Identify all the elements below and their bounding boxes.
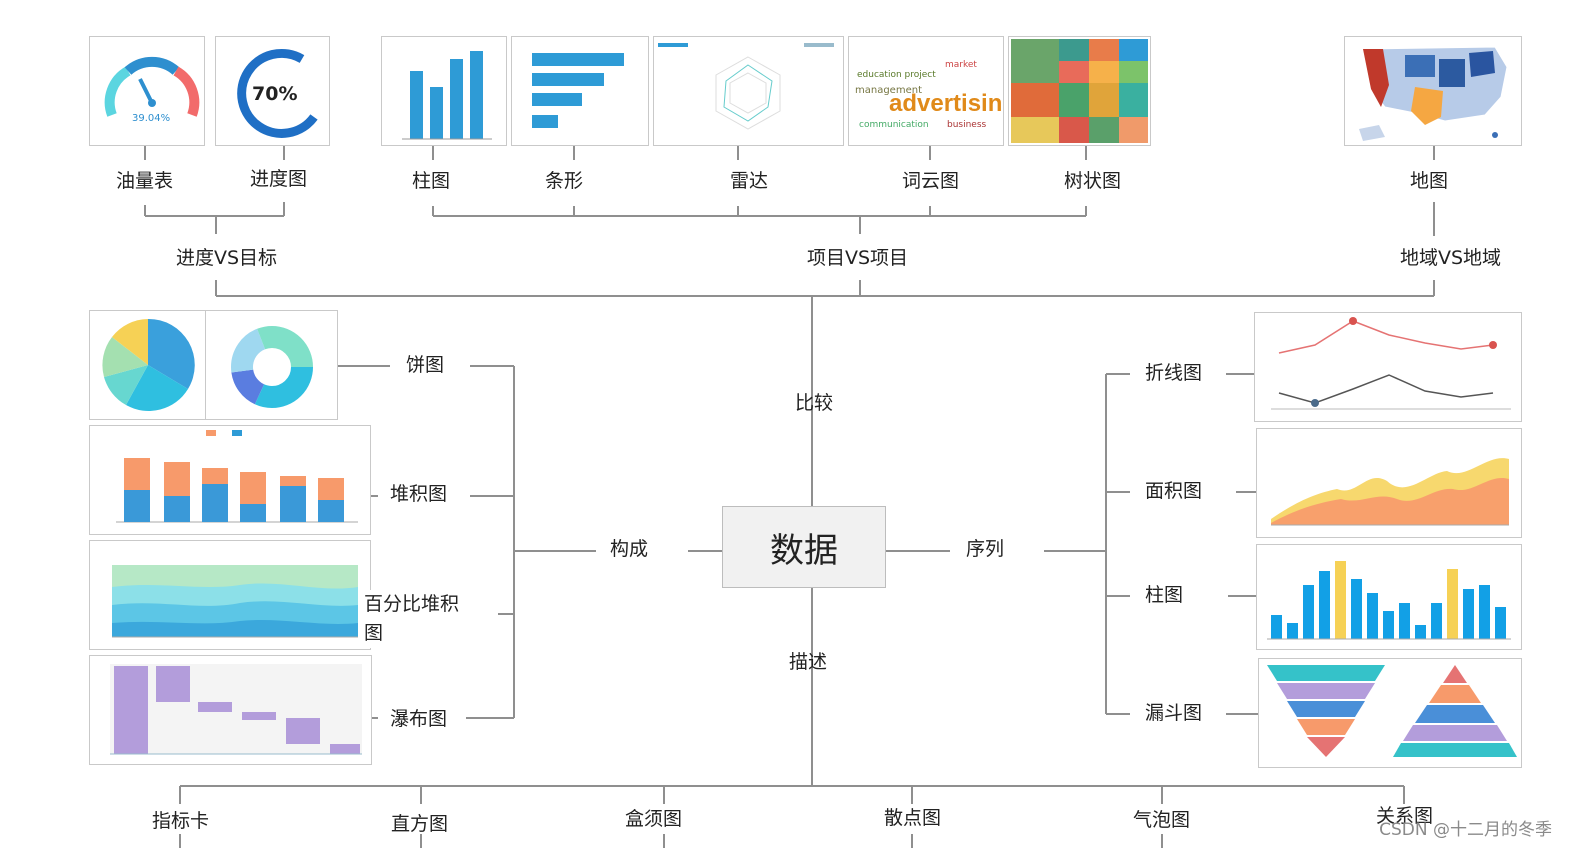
bubble-label: 气泡图 (1133, 809, 1191, 831)
treemap-label: 树状图 (1064, 170, 1122, 192)
donut-chart-thumbnail (205, 310, 338, 420)
svg-text:education project: education project (857, 70, 936, 80)
pie-label: 饼图 (406, 354, 445, 376)
sequence-column-chart-thumbnail (1256, 544, 1522, 650)
area-label: 面积图 (1145, 480, 1203, 502)
scatter-label: 散点图 (884, 807, 942, 829)
compare-branch-label: 比较 (795, 392, 834, 414)
percent-stacked-chart-thumbnail (89, 540, 371, 650)
column-chart-thumbnail (381, 36, 507, 146)
funnel-chart-thumbnail (1258, 658, 1522, 768)
watermark: CSDN @十二月的冬季 (1379, 820, 1552, 840)
wordcloud-chart-thumbnail: education project market management adve… (848, 36, 1004, 146)
svg-text:communication: communication (859, 120, 929, 130)
bar-label: 条形 (545, 170, 584, 192)
sequence-column-label: 柱图 (1145, 584, 1184, 606)
line-chart-thumbnail (1254, 312, 1522, 422)
histogram-label: 直方图 (391, 813, 449, 835)
wordcloud-label: 词云图 (902, 170, 960, 192)
wordcloud-word: advertising (889, 90, 1003, 117)
relation-label: 关系图 (1376, 805, 1434, 827)
kpi-label: 指标卡 (152, 810, 210, 832)
gauge-label: 油量表 (116, 170, 174, 192)
progress-label: 进度图 (250, 168, 308, 190)
compose-branch-label: 构成 (610, 538, 649, 560)
describe-branch-label: 描述 (789, 651, 828, 673)
gauge-chart-thumbnail: 39.04% (89, 36, 205, 146)
column-label: 柱图 (412, 170, 451, 192)
area-chart-thumbnail (1256, 428, 1522, 538)
progress-vs-target-label: 进度VS目标 (176, 247, 278, 269)
progress-chart-thumbnail: 70% (215, 36, 330, 146)
line-label: 折线图 (1145, 362, 1203, 384)
center-node: 数据 (722, 506, 886, 588)
svg-text:market: market (945, 60, 977, 70)
boxplot-label: 盒须图 (625, 808, 683, 830)
waterfall-label: 瀑布图 (390, 708, 448, 730)
item-vs-item-label: 项目VS项目 (807, 247, 909, 269)
funnel-label: 漏斗图 (1145, 702, 1203, 724)
map-label: 地图 (1410, 170, 1449, 192)
radar-label: 雷达 (730, 170, 769, 192)
stacked-chart-thumbnail (89, 425, 371, 535)
waterfall-chart-thumbnail (89, 655, 372, 765)
sequence-branch-label: 序列 (966, 538, 1005, 560)
percent-stacked-label: 百分比堆积图 (364, 590, 470, 648)
radar-chart-thumbnail (653, 36, 844, 146)
treemap-chart-thumbnail (1008, 36, 1151, 146)
region-vs-region-label: 地域VS地域 (1400, 247, 1502, 269)
map-chart-thumbnail (1344, 36, 1522, 146)
stacked-label: 堆积图 (390, 483, 448, 505)
progress-value: 70% (252, 83, 297, 105)
pie-chart-thumbnail (89, 310, 207, 420)
center-label: 数据 (770, 530, 838, 571)
svg-text:management: management (855, 85, 922, 96)
svg-text:business: business (947, 120, 987, 130)
gauge-value: 39.04% (132, 113, 170, 124)
bar-chart-thumbnail (511, 36, 649, 146)
